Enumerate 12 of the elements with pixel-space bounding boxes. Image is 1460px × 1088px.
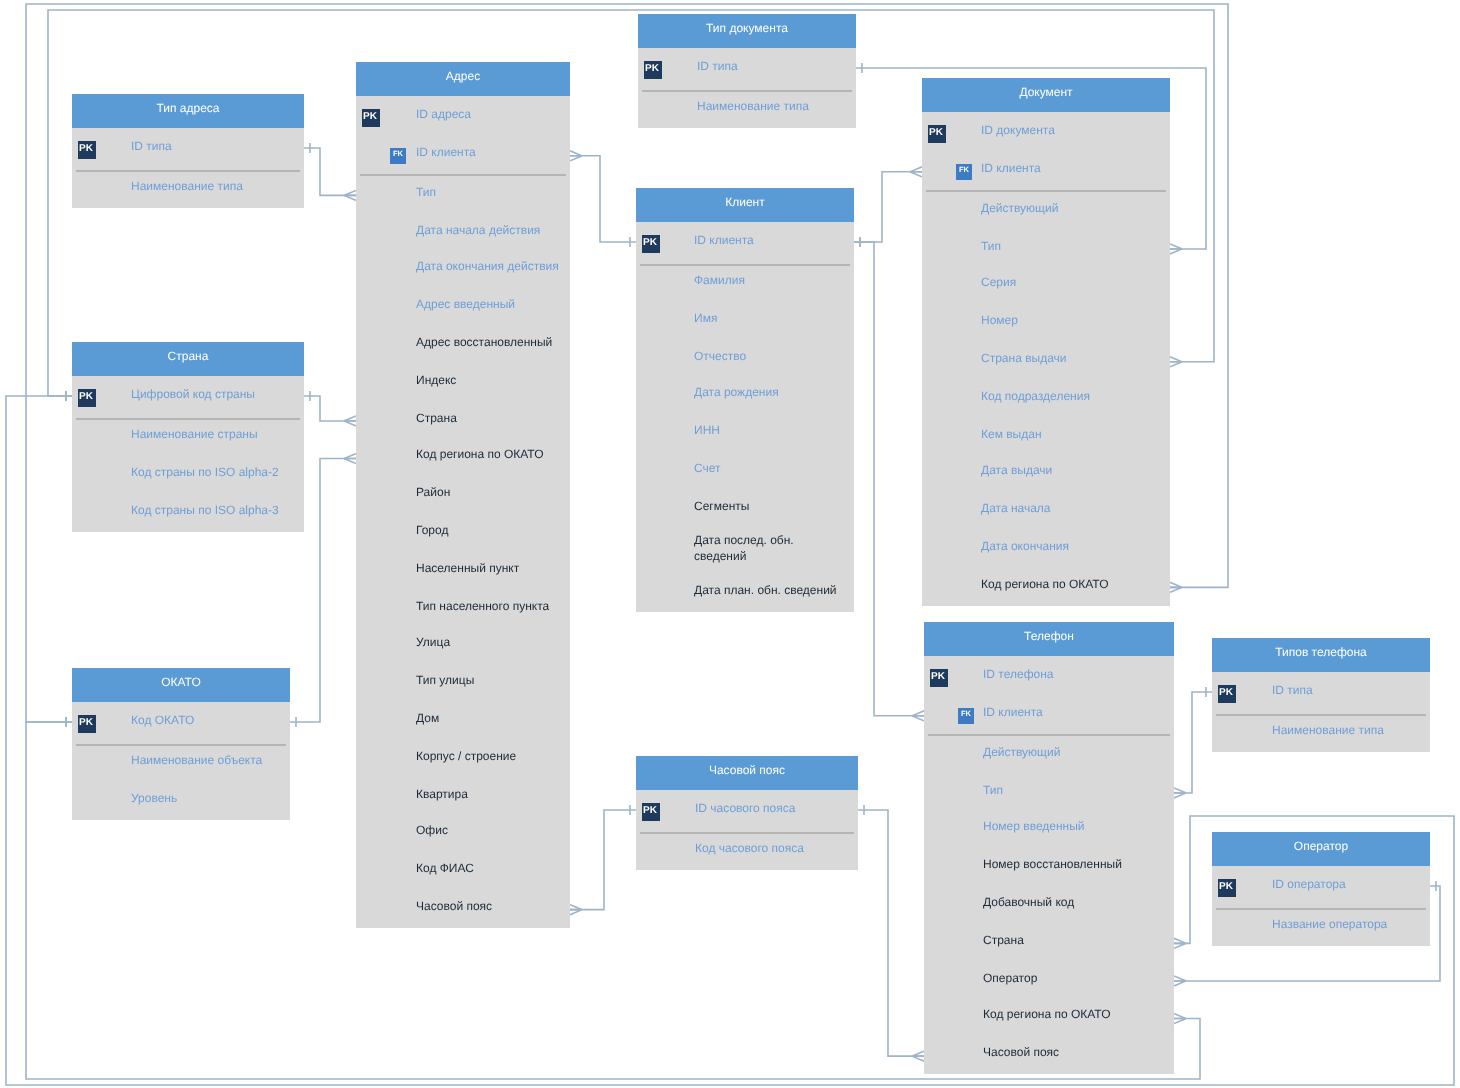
relationship-line (5, 390, 1455, 1086)
relationship-line (855, 62, 1207, 255)
relationship-line (289, 452, 357, 728)
relationship-line (1173, 686, 1213, 799)
relationship-line (569, 150, 637, 248)
relationship-line (857, 804, 925, 1062)
relationship-line (303, 142, 357, 202)
relationship-line (1173, 880, 1441, 987)
relationship-line (303, 390, 357, 427)
relationship-line (569, 804, 637, 916)
relationship-line (25, 716, 1201, 1080)
relationship-line (853, 236, 925, 722)
